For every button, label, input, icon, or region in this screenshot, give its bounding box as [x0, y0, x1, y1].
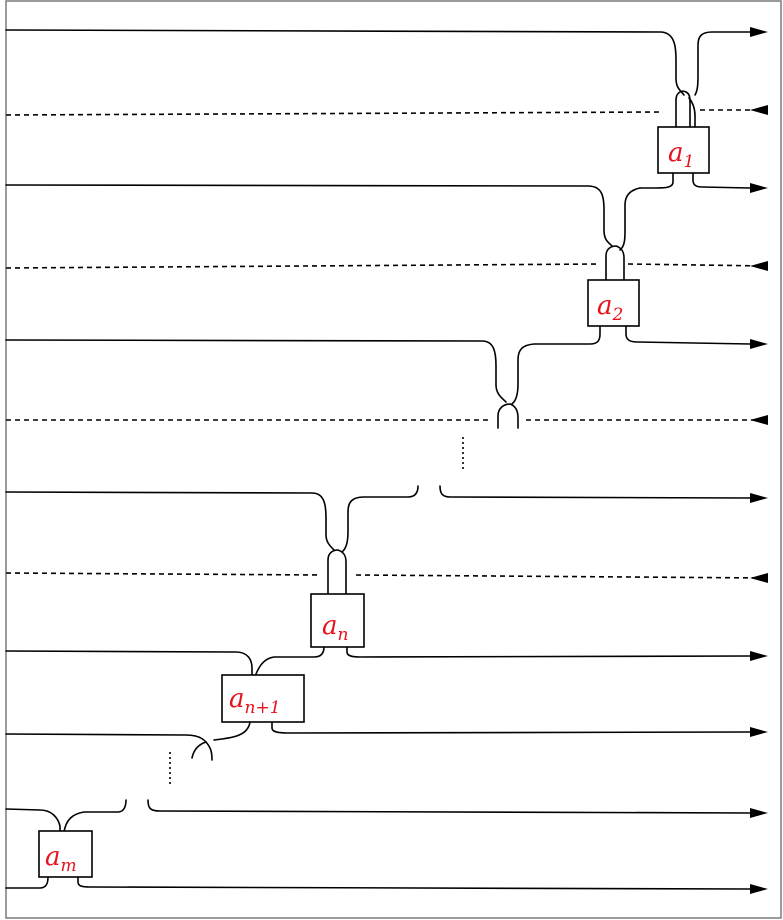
strand-2 [5, 184, 613, 247]
dashed-strand-1 [5, 111, 661, 116]
strand-a1-out [692, 172, 751, 189]
box-am [38, 830, 93, 878]
arrow-left-4 [750, 573, 768, 583]
arrow-right-1 [750, 27, 768, 37]
label-a2: a2 [597, 291, 623, 325]
strand-an-out [346, 646, 751, 658]
dashed-strand-2-right [627, 263, 769, 267]
strand-3-cross-a [497, 403, 519, 429]
strand-1 [5, 29, 685, 96]
strand-7-gap-right [147, 799, 751, 814]
arrow-right-2 [750, 183, 768, 193]
label-am: am [45, 842, 77, 876]
strand-4 [5, 491, 335, 551]
strand-2b [619, 187, 641, 251]
strand-5 [5, 650, 253, 676]
label-an: an [322, 611, 348, 645]
label-an1: an+1 [229, 684, 281, 718]
dashed-strand-4-right [355, 574, 769, 579]
strand-5b [255, 646, 325, 675]
strand-an1-out [271, 721, 751, 734]
box-an [310, 593, 365, 648]
arrow-right-8 [750, 884, 768, 894]
arrow-left-2 [750, 261, 768, 271]
arrow-left-1 [750, 105, 768, 115]
strand-1-down [675, 90, 691, 129]
strand-2-down [605, 245, 625, 281]
strand-6 [5, 733, 213, 761]
arrow-right-3 [750, 339, 768, 349]
arrow-right-6 [750, 727, 768, 737]
strand-4-down [327, 549, 347, 595]
strand-6c [213, 721, 251, 741]
dashed-strand-2 [5, 263, 601, 269]
box-a2 [587, 279, 640, 327]
strand-4b [341, 485, 419, 553]
label-a1: a1 [668, 138, 694, 172]
arrow-right-7 [750, 808, 768, 818]
box-an1 [221, 674, 305, 723]
strand-1b [694, 31, 751, 96]
box-a1 [657, 126, 710, 174]
strand-3b [511, 325, 601, 405]
diagram-frame [5, 0, 782, 919]
strand-8 [5, 876, 49, 889]
strand-a1-left-down [639, 172, 674, 189]
strand-7b [63, 799, 127, 833]
strand-4-gap-right [439, 485, 751, 499]
arrow-right-5 [750, 651, 768, 661]
strand-3 [5, 339, 507, 403]
dashed-strand-4 [5, 572, 321, 576]
strand-7 [5, 808, 61, 833]
strand-a2-out [625, 325, 751, 345]
arrow-left-3 [750, 415, 768, 425]
strand-6b [191, 741, 207, 759]
strand-8-out [77, 876, 751, 890]
arrow-right-4 [750, 493, 768, 503]
